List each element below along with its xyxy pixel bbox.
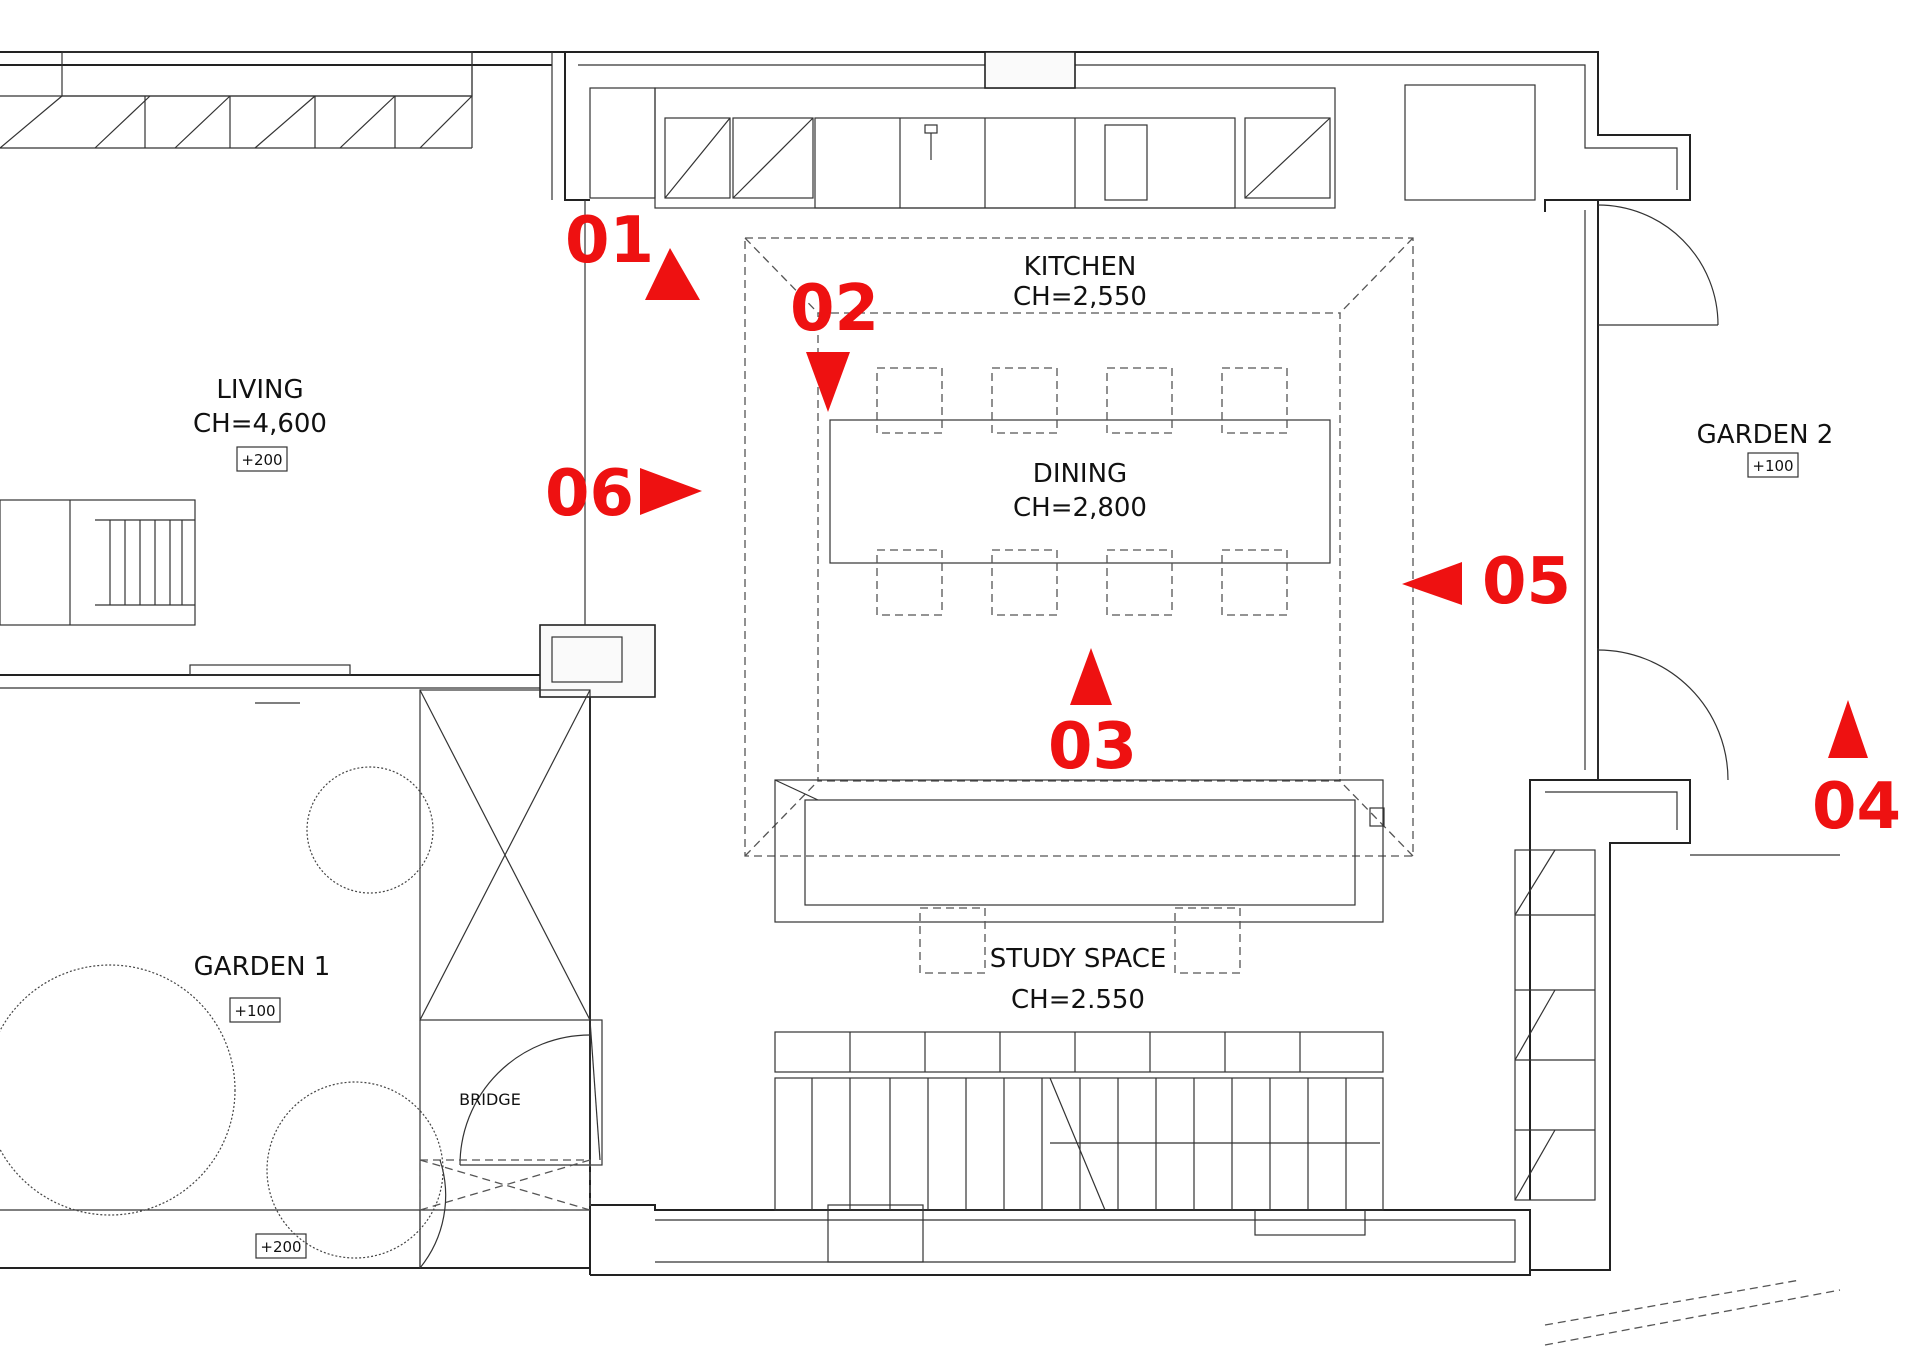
lower-stair: [774, 1031, 1384, 1211]
garden1-label: GARDEN 1: [194, 952, 331, 982]
view-marker-05-label: 05: [1482, 545, 1571, 619]
kitchen-ceiling: CH=2,550: [1013, 282, 1147, 312]
garden1-level: +100: [234, 1002, 275, 1020]
view-marker-04-arrow: [1828, 700, 1868, 758]
view-marker-06-label: 06: [545, 457, 634, 531]
view-marker-01-arrow: [645, 248, 700, 300]
dining-table: [829, 367, 1331, 616]
room-labels: KITCHEN CH=2,550 LIVING CH=4,600 +200 DI…: [193, 252, 1834, 1259]
ceiling-outlines: [744, 237, 1414, 857]
garden1-trees: [0, 766, 444, 1259]
bridge-label: BRIDGE: [459, 1090, 521, 1109]
kitchen-label: KITCHEN: [1024, 252, 1137, 282]
exterior-walls: [0, 51, 1691, 1276]
view-marker-04-label: 04: [1812, 770, 1901, 844]
dining-label: DINING: [1033, 459, 1127, 489]
view-marker-03-label: 03: [1048, 710, 1137, 784]
dining-ceiling: CH=2,800: [1013, 493, 1147, 523]
study-label: STUDY SPACE: [990, 944, 1167, 974]
kitchen-counter: [664, 117, 1331, 209]
living-level: +200: [241, 451, 282, 469]
view-marker-01-label: 01: [565, 204, 654, 278]
living-ceiling: CH=4,600: [193, 409, 327, 439]
view-marker-02-arrow: [806, 352, 850, 412]
view-marker-03-arrow: [1070, 648, 1112, 705]
view-marker-02-label: 02: [790, 272, 879, 346]
view-marker-06-arrow: [640, 468, 702, 515]
garden2-doors: [1514, 204, 1841, 1346]
view-markers: 01 02 03 04 05 06: [545, 204, 1901, 844]
garden2-label: GARDEN 2: [1697, 420, 1834, 450]
study-counter: [774, 779, 1385, 974]
view-marker-05-arrow: [1402, 562, 1462, 605]
garden2-level: +100: [1752, 457, 1793, 475]
living-label: LIVING: [216, 375, 303, 405]
study-ceiling: CH=2.550: [1011, 985, 1145, 1015]
lower-level-tag: +200: [260, 1238, 301, 1256]
